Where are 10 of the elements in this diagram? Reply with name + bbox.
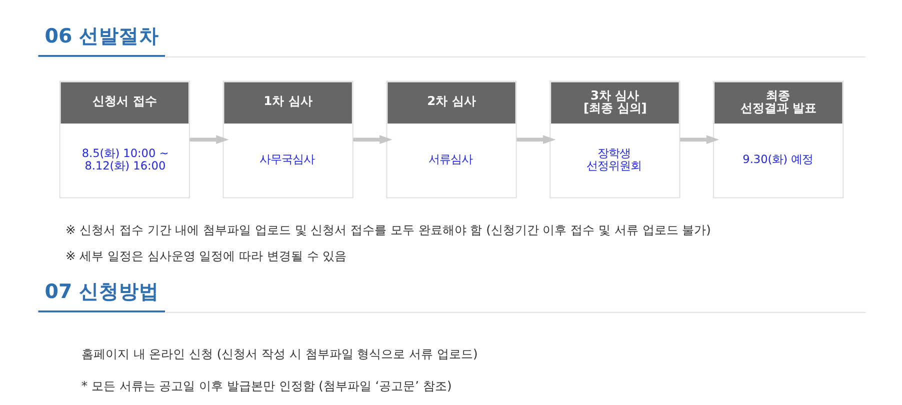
label: ※ 신청서 접수 기간 내에 첨부파일 업로드 및 신청서 접수를 모두 완료해야 함 (신청기간 이후 접수 및 서류 업로드 불가) — [64, 222, 710, 237]
arrow — [352, 135, 392, 144]
arrow — [516, 135, 556, 144]
arrow — [680, 135, 719, 144]
label: 07 신청방법 — [44, 280, 159, 304]
arrow — [189, 135, 228, 144]
diagram-title: 06 선발절차 — [44, 24, 159, 48]
label: ※ 세부 일정은 심사운영 일정에 따라 변경될 수 있음 — [64, 249, 346, 264]
label: 홈페이지 내 온라인 신청 (신청서 작성 시 첨부파일 형식으로 서류 업로드) — [80, 346, 478, 361]
label: * 모든 서류는 공고일 이후 발급본만 인정함 (첨부파일 ‘공고문’ 참조) — [80, 378, 452, 393]
